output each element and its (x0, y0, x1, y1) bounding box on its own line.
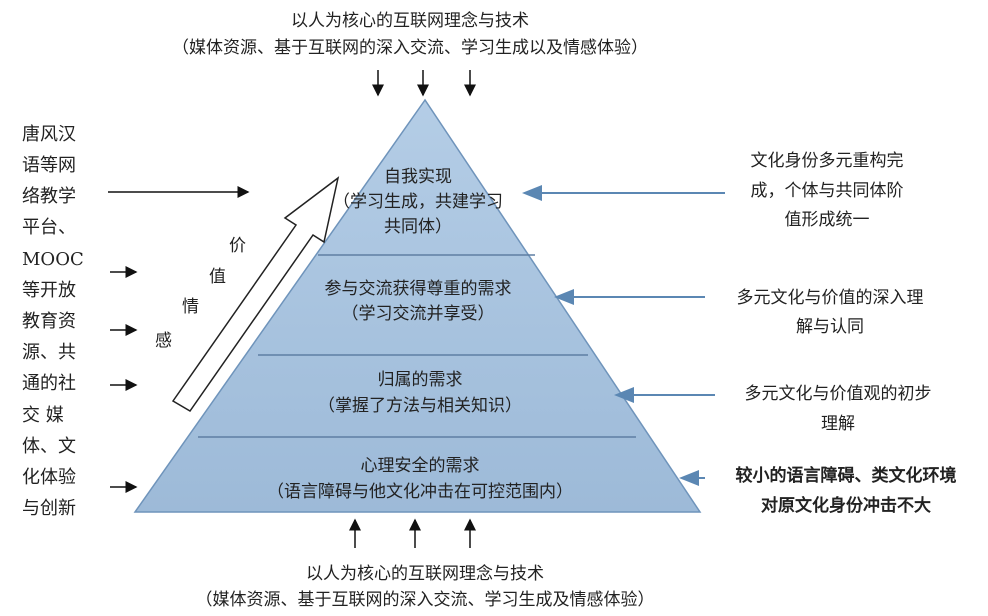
left-line: 等开放 (22, 280, 76, 301)
value-arrow-char: 价 (229, 236, 246, 256)
right-note-3: 多元文化与价值观的初步 (744, 384, 932, 404)
left-line: 交 媒 (22, 405, 64, 426)
level-3-title: 归属的需求 (377, 370, 463, 390)
level-4-detail: （语言障碍与他文化冲击在可控范围内） (267, 482, 573, 502)
value-arrow-char: 值 (209, 267, 226, 287)
level-2-title: 参与交流获得尊重的需求 (324, 279, 512, 299)
right-note-2: 多元文化与价值的深入理 (736, 288, 924, 308)
right-note-1: 值形成统一 (784, 210, 870, 230)
left-line: 体、文 (22, 436, 76, 457)
pyramid (133, 98, 702, 513)
left-line: 络教学 (22, 186, 76, 207)
left-line: 与创新 (22, 498, 76, 519)
level-1-detail: 共同体） (384, 217, 452, 237)
left-line: 化体验 (22, 467, 76, 488)
left-line: 平台、 (22, 217, 76, 238)
level-4-title: 心理安全的需求 (360, 456, 480, 476)
left-line: 教育资 (22, 311, 76, 332)
top-label-line2: （媒体资源、基于互联网的深入交流、学习生成以及情感体验） (172, 38, 648, 58)
right-note-1: 成，个体与共同体阶 (750, 181, 904, 201)
left-line: 通的社 (22, 373, 76, 394)
value-arrow-char: 感 (155, 331, 172, 351)
level-3-detail: （掌握了方法与相关知识） (318, 396, 522, 416)
left-line: 唐风汉 (22, 124, 76, 145)
value-arrow-char: 情 (182, 297, 199, 317)
level-1-detail: （学习生成，共建学习 (333, 192, 503, 212)
left-line: MOOC (22, 249, 84, 270)
right-note-4: 较小的语言障碍、类文化环境 (735, 466, 957, 486)
bottom-label-line1: 以人为核心的互联网理念与技术 (306, 564, 544, 584)
value-emotion-arrow (171, 176, 340, 412)
top-label-line1: 以人为核心的互联网理念与技术 (291, 11, 529, 31)
level-1-title: 自我实现 (384, 167, 452, 187)
bottom-label-line2: （媒体资源、基于互联网的深入交流、学习生成及情感体验） (195, 590, 655, 610)
right-note-3: 理解 (821, 414, 855, 434)
left-line: 语等网 (22, 155, 76, 176)
left-line: 源、共 (22, 342, 76, 363)
right-note-1: 文化身份多元重构完 (750, 151, 904, 171)
right-note-2: 解与认同 (796, 317, 864, 337)
level-2-detail: （学习交流并享受） (341, 304, 495, 324)
right-note-4: 对原文化身份冲击不大 (761, 496, 931, 516)
